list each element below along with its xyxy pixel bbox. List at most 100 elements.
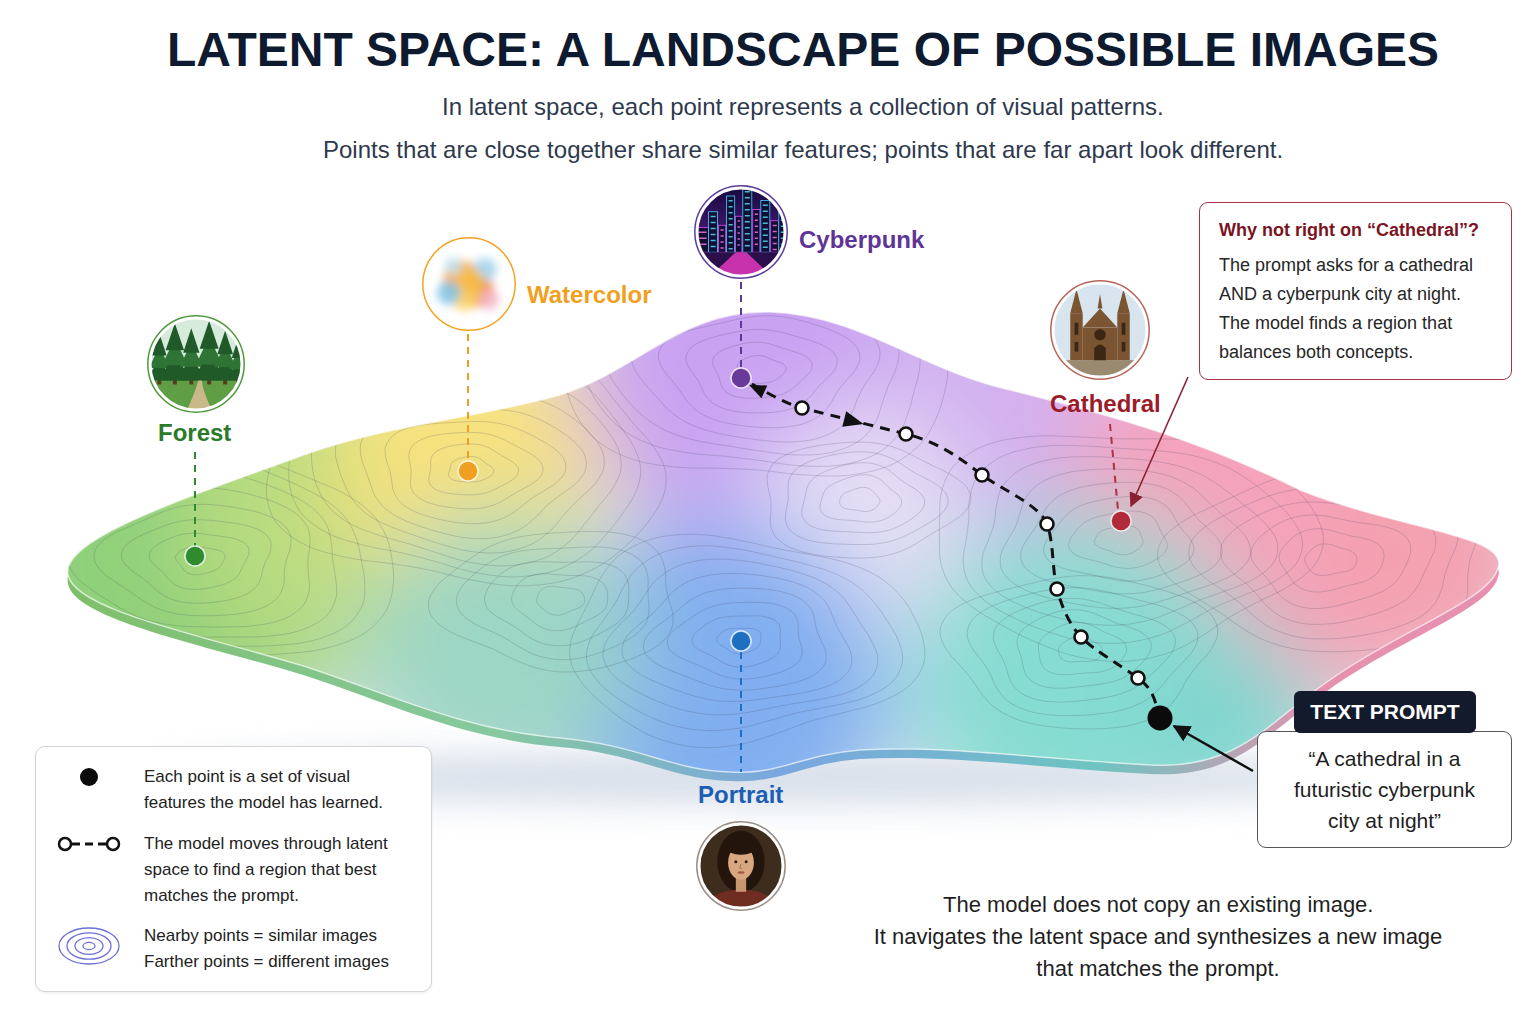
marker-dot: [731, 368, 751, 388]
icon-art: [755, 226, 758, 228]
icon-art: [753, 210, 760, 253]
icon-art: [148, 316, 244, 412]
note-body: The prompt asks for a cathedral AND a cy…: [1219, 251, 1492, 367]
icon-art: [763, 211, 768, 213]
subtitle-text: In latent space, each point represents a…: [442, 92, 1164, 122]
legend-row: Each point is a set of visual features t…: [36, 764, 431, 816]
contour-line: [176, 546, 226, 575]
icon-art: [736, 216, 742, 252]
arrow-line: [1174, 726, 1253, 771]
legend-sample: [56, 923, 136, 973]
contour-line: [1305, 544, 1357, 576]
drop-line: [1110, 424, 1118, 510]
icon-art: [729, 206, 733, 208]
icon-art: [711, 234, 716, 236]
legend-sample: [72, 843, 106, 846]
icon-art: [745, 221, 750, 223]
icon-art: [423, 238, 515, 330]
icon-art: [711, 216, 716, 218]
route-marker: [1132, 672, 1145, 685]
contour-line: [1158, 471, 1478, 652]
icon-art: [1094, 344, 1106, 360]
icon-art: [773, 249, 777, 251]
icon-art: [1083, 328, 1118, 361]
icon-art: [738, 238, 740, 240]
concept-marker: Cyberpunk: [693, 184, 789, 280]
drop-line: [740, 282, 742, 367]
icon-art: [1094, 329, 1106, 341]
icon-art: [761, 201, 770, 253]
icon-art: [709, 212, 718, 253]
route-marker: [976, 469, 989, 482]
legend-sample: [59, 928, 119, 964]
contour-line: [622, 573, 852, 701]
icon-art: [745, 239, 750, 241]
icon-art: [424, 239, 514, 329]
icon-art: [738, 232, 740, 234]
contour-line: [266, 346, 666, 586]
icon-art: [755, 220, 758, 222]
concept-marker: Watercolor: [421, 236, 517, 332]
icon-art: [745, 209, 750, 211]
contour-line: [631, 300, 880, 442]
icon-art: [444, 257, 462, 275]
contour-line: [8, 438, 394, 669]
icon-art: [1051, 281, 1149, 379]
icon-art: [425, 240, 513, 328]
icon-art: [745, 197, 750, 199]
icon-art: [695, 186, 787, 278]
contour-line: [1279, 529, 1384, 592]
legend-sample: [75, 938, 103, 955]
route-marker: [1075, 631, 1088, 644]
legend-text: Nearby points = similar images Farther p…: [144, 923, 406, 975]
legend-row: The model moves through latent space to …: [36, 831, 431, 909]
icon-art: [743, 187, 752, 252]
icon-art: [200, 321, 219, 349]
concept-marker: Cathedral: [1049, 279, 1151, 381]
legend-sample: [59, 838, 71, 850]
legend-panel: Each point is a set of visual features t…: [35, 746, 432, 992]
concept-label: Cyberpunk: [799, 226, 924, 254]
terrain-surface: [1300, 440, 1536, 680]
contour-line: [667, 602, 802, 679]
legend-text: The model moves through latent space to …: [144, 831, 406, 909]
icon-art: [459, 269, 484, 294]
icon-art: [721, 247, 724, 249]
caption-text: The model does not copy an existing imag…: [943, 890, 1373, 920]
icon-art: [745, 191, 750, 193]
contour-line: [1044, 496, 1194, 581]
drop-line: [740, 652, 742, 772]
contour-line: [1189, 488, 1458, 639]
legend-sample: [67, 933, 111, 959]
icon-art: [721, 241, 724, 243]
contour-line: [485, 562, 629, 646]
icon-art: [763, 235, 768, 237]
contour-line: [686, 329, 837, 413]
contour-line: [570, 534, 925, 747]
contour-line: [606, 283, 899, 455]
icon-art: [729, 242, 733, 244]
icon-art: [697, 188, 785, 276]
contour-line: [311, 379, 621, 566]
contour-line: [717, 628, 761, 654]
contour-line: [1221, 502, 1436, 625]
legend-sample: [80, 768, 98, 786]
icon-art: [1051, 281, 1149, 381]
icon-art: [711, 246, 716, 248]
icon-art: [437, 257, 499, 311]
route-line: [752, 384, 1160, 718]
start-dot: [1148, 706, 1173, 731]
concept-label: Forest: [158, 419, 231, 447]
icon-art: [695, 820, 787, 912]
contour-line: [45, 470, 337, 637]
contour-line: [122, 520, 272, 604]
icon-art: [149, 317, 243, 411]
drop-line: [467, 334, 469, 460]
query-box: “A cathedral in a futuristic cyberpunk c…: [1257, 731, 1512, 848]
legend-row: Nearby points = similar images Farther p…: [36, 923, 431, 975]
icon-art: [1083, 308, 1118, 327]
contour-line: [802, 463, 925, 533]
contour-line: [537, 586, 585, 615]
contour-line: [149, 533, 249, 589]
contour-line: [409, 432, 543, 509]
